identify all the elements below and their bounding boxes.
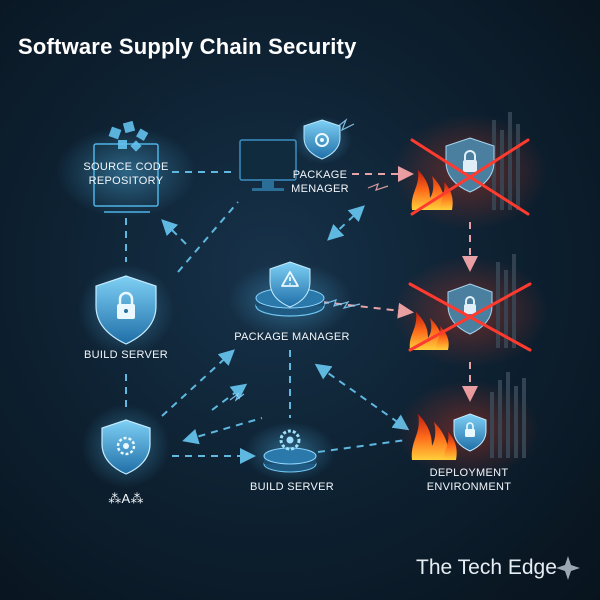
shield-lock-icon <box>95 275 157 345</box>
brand-watermark: The Tech Edge <box>416 556 557 579</box>
repo-cubes-icon <box>108 120 149 152</box>
node-source-repo[interactable] <box>56 120 196 218</box>
page-title: Software Supply Chain Security <box>18 34 357 59</box>
edge-small-diag <box>211 383 248 411</box>
label-build-server-bottom: BUILD SERVER <box>249 481 335 493</box>
bar-skyline <box>490 372 526 458</box>
node-deployment-env[interactable] <box>396 372 540 480</box>
monitor-icon <box>239 139 297 191</box>
shield-gear-icon <box>303 119 341 160</box>
node-shield-bottom-left[interactable] <box>82 404 170 488</box>
shield-warning-icon <box>269 261 311 308</box>
gear-icon <box>279 429 301 451</box>
node-compromised-mid <box>392 254 548 368</box>
label-build-server-left: BUILD SERVER <box>83 349 169 361</box>
edge-pkg-to-center <box>327 205 365 241</box>
edge-bl-to-center <box>161 349 235 417</box>
label-package-menager: PACKAGE MENAGER <box>278 168 362 196</box>
label-source-repo: SOURCE CODE REPOSITORY <box>70 160 182 188</box>
label-garbled: ⁂A⁂ <box>108 491 144 506</box>
shield-gear-icon <box>101 419 151 475</box>
cross-mark-icon <box>410 138 530 216</box>
sparkle-icon <box>556 556 580 580</box>
label-deployment-env: DEPLOYMENT ENVIRONMENT <box>414 466 524 494</box>
label-line-2: REPOSITORY <box>88 175 164 187</box>
node-package-menager[interactable] <box>239 116 352 191</box>
label-line-2: ENVIRONMENT <box>426 481 512 493</box>
node-compromised-top <box>392 112 548 230</box>
fire-icon <box>411 414 457 460</box>
node-package-manager-center[interactable] <box>228 261 352 338</box>
edge-arrow-to-repo <box>161 219 187 245</box>
node-build-server-bottom[interactable] <box>244 422 336 482</box>
fire-icon <box>409 312 449 350</box>
label-line-1: DEPLOYMENT <box>429 467 509 479</box>
shield-lock-icon <box>453 413 487 452</box>
label-line-1: SOURCE CODE <box>83 161 169 173</box>
edge-center-to-deploy <box>314 363 410 431</box>
label-package-manager-center: PACKAGE MANAGER <box>234 331 350 343</box>
bar-skyline <box>496 254 516 348</box>
node-build-server-left[interactable] <box>78 264 174 356</box>
label-line-1: PACKAGE <box>292 169 348 181</box>
edge-bl-to-build-bottom-top <box>182 417 263 445</box>
cross-mark-icon <box>408 282 532 352</box>
shield-lock-icon <box>445 137 495 193</box>
edge-diag-upper-left <box>177 201 239 273</box>
label-line-2: MENAGER <box>291 183 349 195</box>
